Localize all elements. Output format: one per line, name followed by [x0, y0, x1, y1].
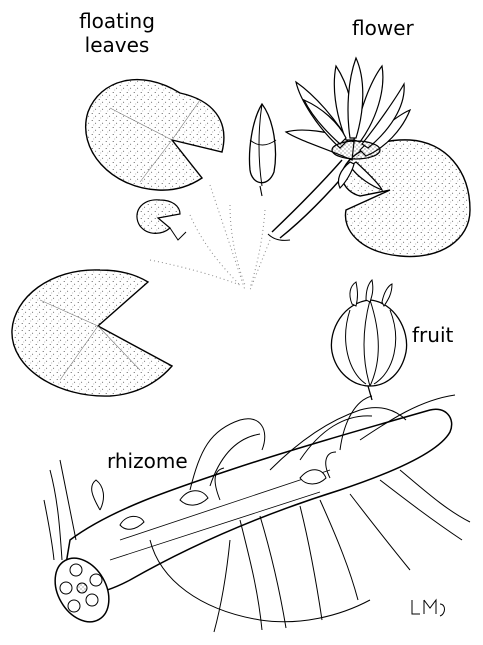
label-flower: flower	[352, 16, 414, 40]
fruit	[331, 280, 406, 400]
flower-stem	[268, 160, 352, 240]
artist-signature	[412, 600, 445, 616]
floating-leaf-bottom	[12, 270, 172, 396]
label-floating-leaves-line1: floating	[73, 9, 161, 33]
flower-bud	[250, 104, 277, 196]
label-rhizome: rhizome	[107, 449, 188, 473]
label-floating-leaves-line2: leaves	[73, 33, 161, 57]
floating-leaf-small	[137, 200, 186, 240]
label-fruit: fruit	[412, 323, 453, 347]
rhizome	[44, 409, 451, 631]
floating-leaf-top	[86, 80, 224, 191]
label-floating-leaves: floating leaves	[73, 9, 161, 57]
